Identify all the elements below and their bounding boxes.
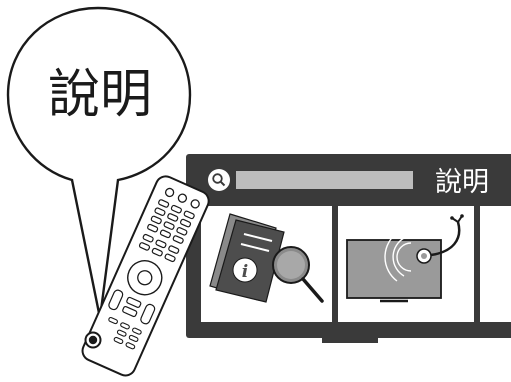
tv-stethoscope-icon bbox=[346, 214, 464, 303]
speech-bubble: 說明 bbox=[6, 6, 192, 319]
bubble-label: 說明 bbox=[48, 65, 152, 125]
remote-control bbox=[81, 175, 210, 377]
tile-background bbox=[480, 206, 511, 322]
help-button-icon[interactable] bbox=[84, 331, 102, 349]
tile-help-manual[interactable]: i bbox=[201, 206, 332, 322]
search-field[interactable] bbox=[236, 171, 413, 189]
tile-self-diagnosis[interactable] bbox=[338, 206, 474, 322]
manual-magnifier-icon: i bbox=[209, 213, 324, 303]
tv-stand bbox=[322, 338, 378, 343]
svg-text:i: i bbox=[242, 262, 248, 282]
tv-screen: 說明 i bbox=[186, 154, 511, 343]
search-icon[interactable] bbox=[208, 169, 230, 191]
tile-partial[interactable] bbox=[480, 206, 511, 322]
header-title: 說明 bbox=[435, 167, 489, 198]
